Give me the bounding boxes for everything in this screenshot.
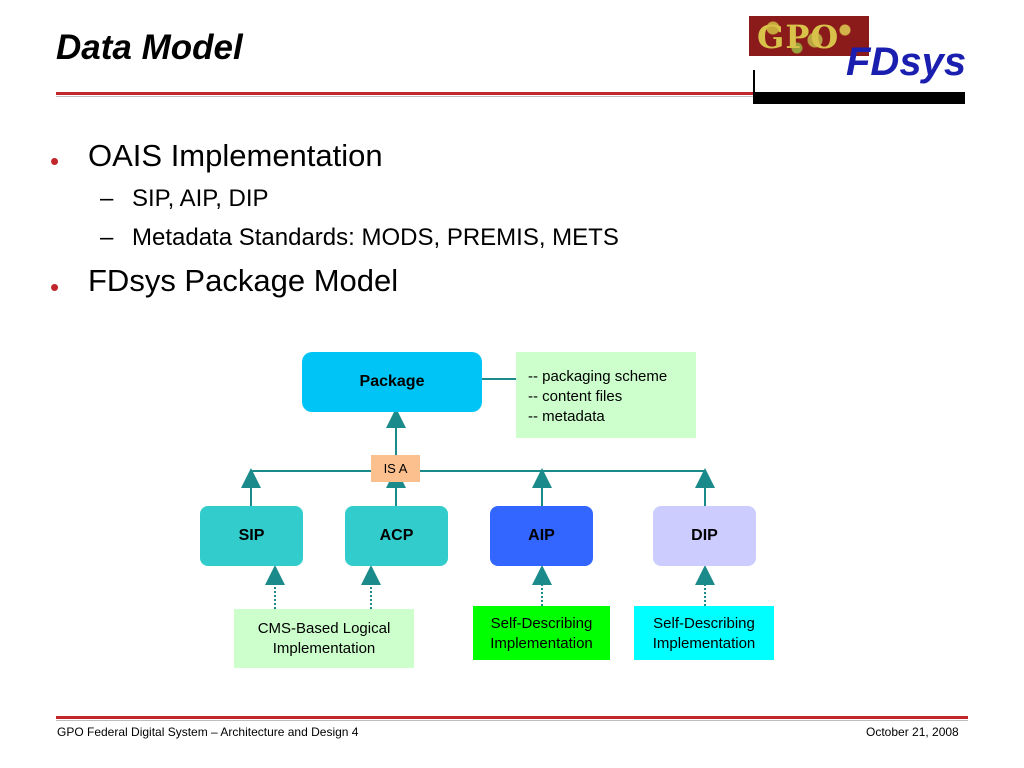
package-note: -- packaging scheme -- content files -- …: [516, 352, 696, 438]
acp-node-label: ACP: [379, 527, 414, 544]
logo-bracket-vertical: [753, 70, 755, 104]
dip-implementation-box: Self-Describing Implementation: [634, 606, 774, 660]
bullet-item: FDsys Package Model: [88, 263, 399, 298]
implementation-line: Implementation: [652, 635, 756, 652]
implementation-line: Implementation: [490, 635, 593, 652]
gpo-logo-text: GPO: [757, 18, 840, 56]
footer-left-text: GPO Federal Digital System – Architectur…: [57, 725, 359, 739]
implementation-line: Self-Describing: [490, 615, 593, 632]
aip-node-label: AIP: [528, 527, 555, 544]
sub-bullet-item: Metadata Standards: MODS, PREMIS, METS: [132, 224, 619, 251]
gpo-logo: GPO: [749, 16, 869, 56]
footer-date: October 21, 2008: [866, 725, 959, 739]
footer-rule-shadow: [56, 720, 968, 721]
header-rule: [56, 92, 756, 95]
implementation-line: Implementation: [272, 640, 376, 657]
header-rule-shadow: [56, 96, 756, 97]
acp-node: ACP: [345, 506, 448, 566]
slide-title: Data Model: [56, 28, 243, 67]
cms-implementation-box: CMS-Based Logical Implementation: [234, 609, 414, 668]
fdsys-logo: FDsys: [846, 40, 967, 84]
sub-bullet-dash: –: [100, 185, 114, 212]
bullet-dot: •: [50, 272, 60, 302]
is-a-text: IS A: [383, 461, 408, 476]
logo-bracket-bar: [753, 92, 965, 104]
package-note-line: -- packaging scheme: [528, 368, 668, 385]
implementation-line: Self-Describing: [653, 615, 755, 632]
package-node: Package: [302, 352, 482, 412]
sip-node-label: SIP: [238, 527, 265, 544]
sub-bullet-dash: –: [100, 224, 114, 251]
dip-node-label: DIP: [691, 527, 718, 544]
dip-node: DIP: [653, 506, 756, 566]
is-a-label: IS A: [371, 455, 420, 482]
aip-implementation-box: Self-Describing Implementation: [473, 606, 610, 660]
footer-rule: [56, 716, 968, 719]
aip-node: AIP: [490, 506, 593, 566]
bullet-dot: •: [50, 146, 60, 176]
implementation-line: CMS-Based Logical: [257, 620, 391, 637]
package-note-line: -- metadata: [528, 408, 605, 425]
package-node-label: Package: [359, 373, 425, 390]
package-note-line: -- content files: [528, 388, 623, 405]
sub-bullet-item: SIP, AIP, DIP: [132, 185, 269, 212]
bullet-item: OAIS Implementation: [88, 138, 383, 173]
sip-node: SIP: [200, 506, 303, 566]
